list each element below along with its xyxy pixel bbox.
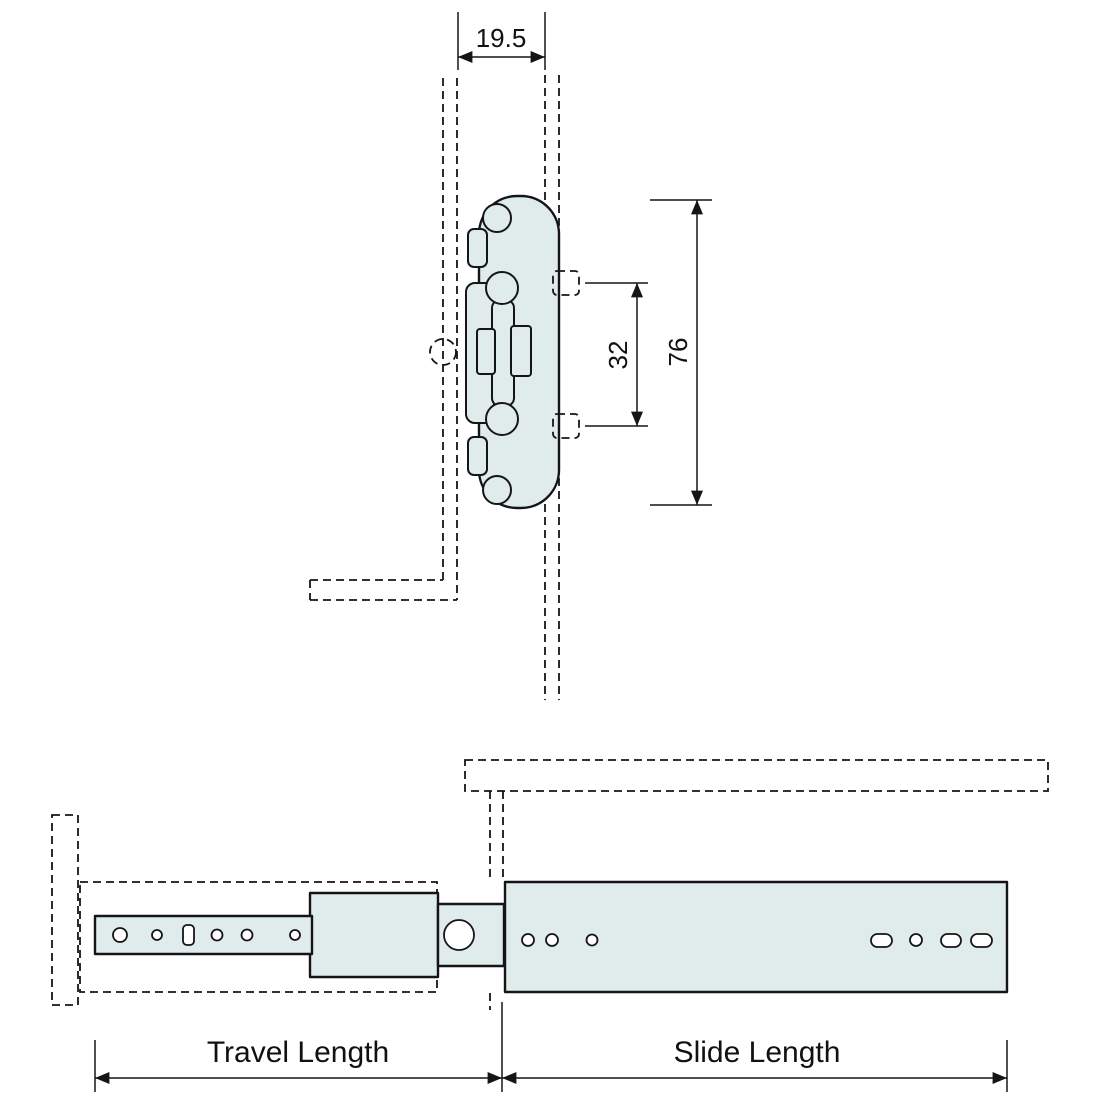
- mounting-tab-bottom-dashed: [552, 413, 580, 439]
- side-view: Travel Length Slide Length: [51, 759, 1049, 1092]
- dim-height: 76: [650, 199, 712, 506]
- mounting-hole: [210, 928, 224, 942]
- mounting-hole: [521, 933, 535, 947]
- drawer-front-dashed: [51, 814, 79, 1006]
- ball-bearing-upper-mid: [485, 271, 519, 305]
- dim-width-label: 19.5: [476, 23, 527, 53]
- dim-height-label: 76: [663, 338, 693, 367]
- cabinet-top-panel-dashed: [464, 759, 1049, 792]
- screw-position-dashed: [429, 338, 457, 366]
- shelf-dashed: [309, 579, 457, 601]
- center-block-right: [510, 325, 532, 377]
- mounting-hole: [240, 928, 254, 942]
- mounting-slot: [182, 924, 195, 946]
- outer-slide-member: [503, 880, 1009, 994]
- mounting-tab-top-dashed: [552, 270, 580, 296]
- inner-slide-member: [93, 914, 314, 956]
- inner-slide-member-group: [93, 914, 314, 956]
- dim-hole-pitch: 32: [585, 282, 648, 427]
- cross-section-view: 19.5 32: [309, 12, 712, 700]
- intermediate-slide-member: [308, 891, 440, 979]
- mounting-hole: [545, 933, 559, 947]
- dim-pitch-label: 32: [603, 341, 633, 370]
- lever-hole: [443, 919, 475, 951]
- drawer-side-dashed: [79, 881, 438, 993]
- mounting-hole: [289, 929, 301, 941]
- mounting-hole: [585, 933, 599, 947]
- mounting-slot: [970, 933, 993, 948]
- outer-slide-member-group: [503, 880, 1009, 994]
- center-block-left: [476, 328, 496, 375]
- ball-bearing-top: [482, 203, 512, 233]
- travel-length-label: Travel Length: [207, 1036, 389, 1069]
- dim-width: 19.5: [457, 12, 546, 70]
- inner-member-bottom-lip: [467, 436, 488, 476]
- dim-slide-length: Slide Length: [502, 1036, 1008, 1092]
- slide-length-label: Slide Length: [674, 1036, 841, 1069]
- mounting-hole: [151, 929, 163, 941]
- dim-travel-length: Travel Length: [94, 1002, 503, 1092]
- slide-cross-section: [465, 194, 561, 510]
- mounting-slot: [870, 933, 893, 948]
- ball-bearing-bottom: [482, 475, 512, 505]
- ball-bearing-lower-mid: [485, 402, 519, 436]
- inner-member-top-lip: [467, 228, 488, 268]
- mounting-hole: [909, 933, 923, 947]
- mounting-slot: [940, 933, 962, 948]
- mounting-hole: [112, 927, 128, 943]
